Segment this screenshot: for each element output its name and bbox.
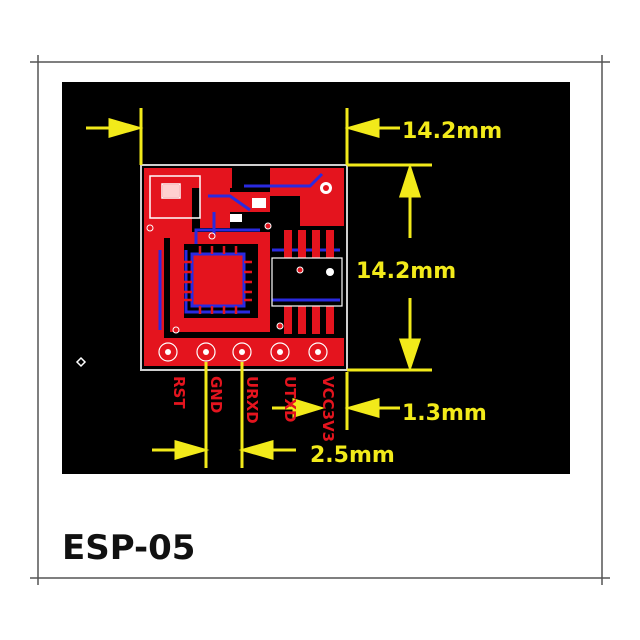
module-caption: ESP-05 bbox=[62, 528, 196, 568]
outer-frame bbox=[30, 55, 610, 585]
pin-pitch-dimension-label: 2.5mm bbox=[310, 443, 395, 468]
width-dimension-label: 14.2mm bbox=[402, 119, 502, 144]
origin-marker bbox=[75, 356, 87, 368]
pin-label-utxd: UTXD bbox=[281, 376, 299, 422]
height-dimension-label: 14.2mm bbox=[356, 259, 456, 284]
esp-chip bbox=[190, 252, 246, 308]
pcb-outline bbox=[140, 164, 348, 371]
pin-label-gnd: GND bbox=[207, 376, 225, 413]
dimension-lines bbox=[86, 108, 432, 468]
pin-offset-dimension-label: 1.3mm bbox=[402, 401, 487, 426]
pin-label-urxd: URXD bbox=[243, 376, 261, 424]
pcb-module bbox=[140, 164, 348, 371]
pin-label-rst: RST bbox=[170, 376, 188, 409]
pin-label-vcc3v3: VCC3V3 bbox=[319, 376, 337, 442]
